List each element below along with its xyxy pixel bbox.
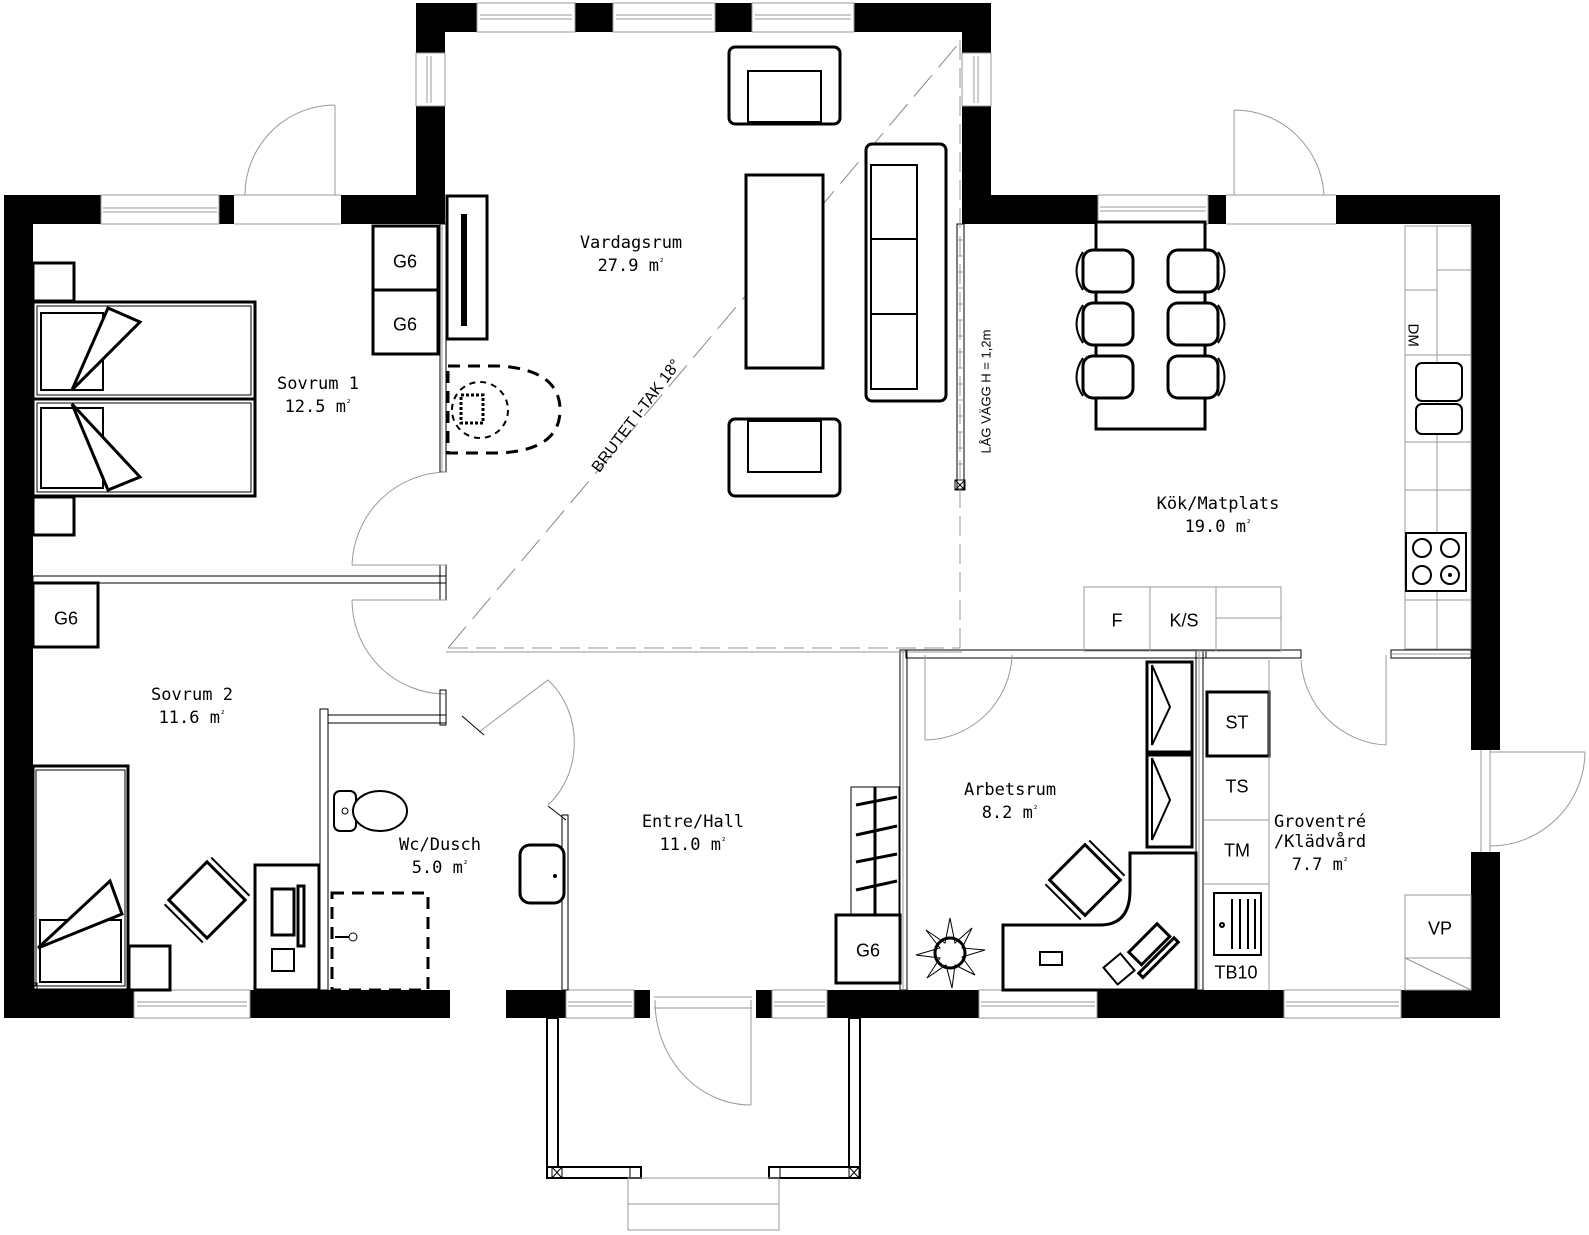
room-area: 5.0 m²	[411, 858, 469, 878]
entrance-porch	[546, 1017, 861, 1231]
dryer-tag: TS	[1225, 776, 1249, 797]
sovrum2-furniture	[31, 581, 321, 992]
room-area: 11.6 m²	[158, 708, 226, 728]
drying-cabinet-tag: TB10	[1214, 962, 1258, 983]
washer-tag: TM	[1224, 840, 1250, 861]
fridge-freezer-tag: K/S	[1169, 610, 1199, 631]
fridge-tag: F	[1111, 610, 1123, 631]
room-label-arbetsrum: Arbetsrum 8.2 m²	[964, 780, 1056, 823]
room-name: Wc/Dusch	[399, 835, 481, 855]
room-name: Entre/Hall	[641, 812, 745, 832]
room-area: 19.0 m²	[1184, 517, 1252, 537]
living-furniture	[445, 45, 948, 498]
windows	[100, 2, 1402, 1019]
room-label-sovrum2: Sovrum 2 11.6 m²	[151, 685, 233, 728]
heat-pump-tag: VP	[1427, 918, 1453, 939]
room-name: Arbetsrum	[963, 780, 1057, 800]
room-name-line2: /Klädvård	[1273, 832, 1367, 852]
room-label-hall: Entre/Hall 11.0 m²	[642, 812, 744, 855]
room-label-kok: Kök/Matplats 19.0 m²	[1157, 494, 1280, 537]
interior-walls	[32, 223, 1472, 991]
dishwasher-tag: DM	[1404, 323, 1422, 347]
room-name: Kök/Matplats	[1156, 494, 1280, 514]
wardrobe-tag: G6	[855, 940, 881, 961]
room-label-sovrum1: Sovrum 1 12.5 m²	[277, 374, 359, 417]
plant-icon	[915, 917, 986, 989]
room-area: 8.2 m²	[981, 803, 1039, 823]
arbetsrum-furniture	[915, 660, 1472, 992]
room-name: Sovrum 1	[277, 374, 359, 394]
kitchen-furniture	[1075, 220, 1472, 652]
room-area: 12.5 m²	[284, 397, 352, 417]
low-wall-annotation: LÅG VÄGG H = 1,2m	[978, 329, 994, 454]
wardrobe-tag: G6	[392, 251, 418, 272]
room-area: 7.7 m²	[1291, 855, 1349, 875]
laundry-cabinet-tag: ST	[1225, 712, 1249, 733]
exterior-walls	[4, 3, 1500, 1018]
room-name: Sovrum 2	[151, 685, 233, 705]
hall-furniture	[834, 786, 902, 985]
room-label-vardagsrum: Vardagsrum 27.9 m²	[580, 233, 682, 276]
wardrobe-tag: G6	[53, 608, 79, 629]
room-name: Vardagsrum	[579, 233, 683, 253]
exterior-doors	[234, 104, 1586, 1106]
sovrum1-furniture	[31, 224, 440, 537]
wc-furniture	[330, 790, 566, 992]
wardrobe-tag: G6	[392, 314, 418, 335]
room-area: 27.9 m²	[597, 256, 665, 276]
room-label-groventre: Groventré /Klädvård 7.7 m²	[1274, 812, 1366, 875]
room-label-wc: Wc/Dusch 5.0 m²	[399, 835, 481, 878]
room-name: Groventré	[1273, 812, 1367, 832]
dining-chairs	[1075, 248, 1226, 400]
room-area: 11.0 m²	[659, 835, 727, 855]
